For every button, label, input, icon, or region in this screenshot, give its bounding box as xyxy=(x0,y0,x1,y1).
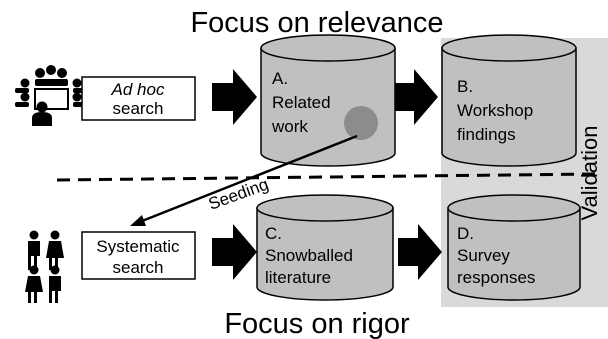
store-workshop-findings: B. Workshop findings xyxy=(441,34,577,167)
seed-dot xyxy=(344,106,378,140)
relevance-rigor-divider xyxy=(56,172,597,182)
ad-hoc-search-line1: Ad hoc xyxy=(111,80,165,99)
store-snowballed-literature-letter: C. xyxy=(265,224,282,243)
ad-hoc-search-line2: search xyxy=(112,99,163,118)
systematic-search-box: Systematic search xyxy=(81,231,196,280)
store-related-work-line2: work xyxy=(271,117,308,136)
store-workshop-findings-line1: Workshop xyxy=(457,101,533,120)
store-workshop-findings-letter: B. xyxy=(457,77,473,96)
title-relevance: Focus on relevance xyxy=(190,7,443,39)
store-snowballed-literature: C. Snowballed literature xyxy=(256,194,394,301)
store-snowballed-literature-line1: Snowballed xyxy=(265,246,353,265)
arrow-related-to-workshop xyxy=(394,69,438,125)
store-workshop-findings-line2: findings xyxy=(457,125,516,144)
seeding-arrowhead xyxy=(130,215,146,226)
title-rigor: Focus on rigor xyxy=(224,308,410,339)
individuals-icon xyxy=(25,230,64,303)
ad-hoc-search-box: Ad hoc search xyxy=(81,76,196,121)
store-survey-responses-letter: D. xyxy=(457,224,474,243)
systematic-search-line1: Systematic xyxy=(96,237,180,256)
arrow-systematic-to-snowballed xyxy=(212,224,257,280)
store-related-work-letter: A. xyxy=(272,69,288,88)
flow-arrows xyxy=(212,69,442,280)
systematic-search-line2: search xyxy=(112,258,163,277)
arrow-snowballed-to-survey xyxy=(398,224,442,280)
store-survey-responses-line2: responses xyxy=(457,268,535,287)
store-survey-responses-line1: Survey xyxy=(457,246,510,265)
arrow-adhoc-to-related xyxy=(212,69,257,125)
meeting-group-icon xyxy=(15,65,87,126)
store-survey-responses: D. Survey responses xyxy=(447,194,581,301)
store-related-work: A. Related work xyxy=(260,34,396,167)
store-snowballed-literature-line2: literature xyxy=(265,268,331,287)
store-related-work-line1: Related xyxy=(272,93,331,112)
